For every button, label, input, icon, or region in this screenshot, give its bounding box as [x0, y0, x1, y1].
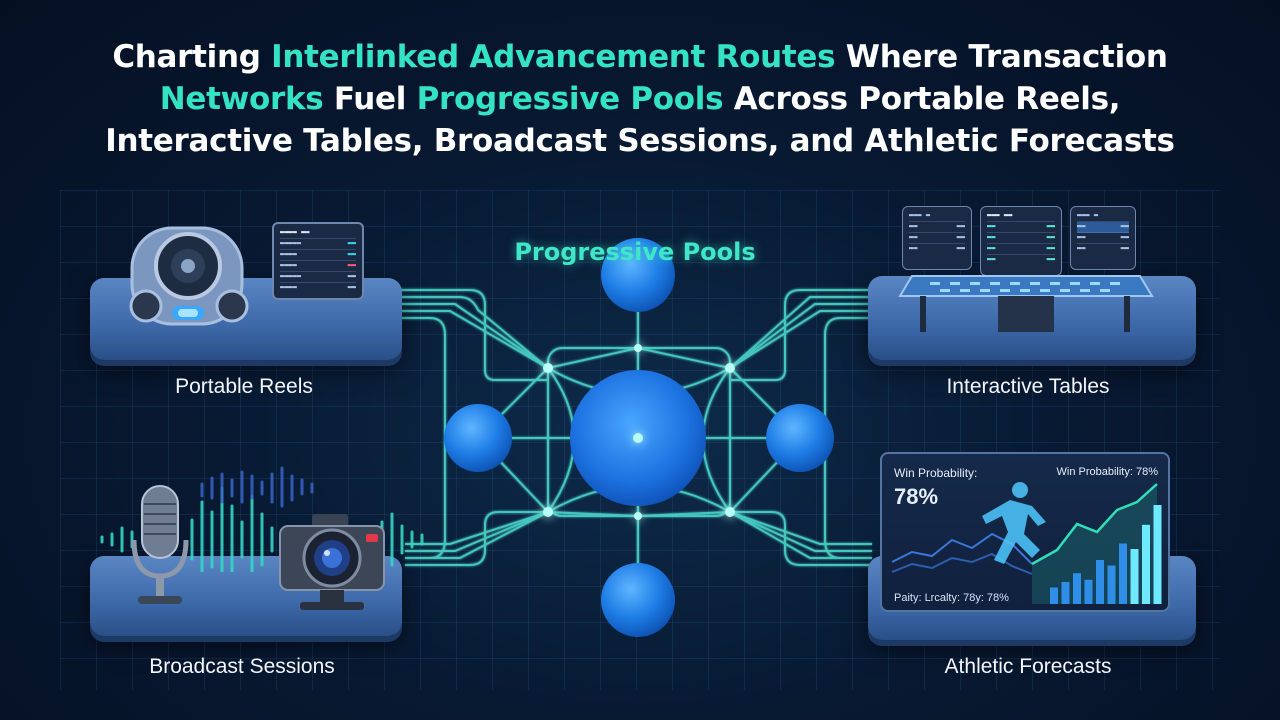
progressive-pools-label: Progressive Pools [514, 238, 756, 266]
interactive-table-icon [898, 275, 1154, 332]
forecast-bar [1142, 524, 1150, 604]
runner-icon [982, 482, 1046, 564]
forecast-bars [1050, 505, 1162, 604]
reels-status-panel: ▬▬▬▬ ▬▬ ▬▬▬▬▬▬▬ ▬▬▬▬▬▬ ▬▬▬▬▬▬ ▬▬▬▬▬▬▬ ▬▬… [272, 222, 364, 300]
table-screen-2: ▬▬▬ ▬▬▬▬▬▬ ▬▬▬▬▬▬▬▬ ▬▬▬▬ [980, 206, 1062, 276]
right-pool-orb [766, 404, 834, 472]
forecast-dashboard: Win Probability: 78% Win Probability: 78… [880, 452, 1170, 612]
forecast-bar [1050, 587, 1058, 604]
forecast-bar [1061, 582, 1070, 604]
forecast-bar [1073, 573, 1081, 604]
top-pool-orb [601, 238, 675, 312]
win-probability-label-right: Win Probability: 78% [1056, 466, 1159, 478]
audio-waveform [100, 466, 424, 572]
table-screen-3: ▬▬▬ ▬▬▬▬▬ ▬▬▬▬▬▬▬▬ [1070, 206, 1136, 270]
win-probability-label-left: Win Probability: [894, 466, 978, 480]
forecast-footer-text: Paity: Lrcalty: 78y: 78% [894, 592, 1009, 604]
bottom-pool-orb [601, 563, 675, 637]
forecast-chart [891, 482, 1162, 604]
athletic-forecasts-label: Athletic Forecasts [944, 655, 1112, 678]
forecast-bar [1084, 579, 1093, 604]
camera-icon [279, 514, 385, 610]
interactive-tables-label: Interactive Tables [946, 375, 1110, 398]
forecast-bar [1119, 543, 1127, 604]
forecast-bar [1096, 560, 1104, 604]
page-title: Charting Interlinked Advancement Routes … [105, 39, 1175, 159]
left-pool-orb [444, 404, 512, 472]
table-screen-1: ▬▬▬ ▬▬▬▬▬ ▬▬▬▬▬▬▬▬ [902, 206, 972, 270]
slot-machine-icon [129, 226, 249, 326]
junction-nodes [543, 344, 735, 520]
forecast-bar [1130, 549, 1139, 604]
forecast-bar [1153, 505, 1162, 604]
forecast-bar [1107, 565, 1116, 604]
broadcast-sessions-label: Broadcast Sessions [149, 655, 335, 678]
microphone-icon [131, 485, 189, 604]
portable-reels-label: Portable Reels [175, 375, 313, 398]
win-probability-value: 78% [894, 484, 939, 509]
